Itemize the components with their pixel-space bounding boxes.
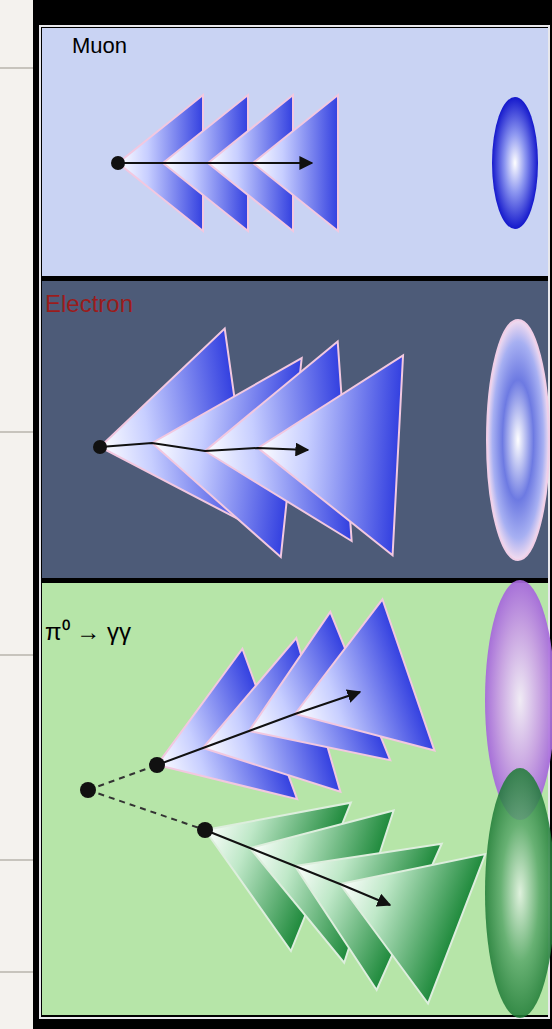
panel-title: π⁰ → γγ	[45, 619, 131, 645]
photon-vertex	[149, 757, 165, 773]
photon-vertex	[197, 822, 213, 838]
muon-track	[118, 162, 312, 164]
panel-title: Muon	[72, 34, 127, 58]
panel-title: Electron	[45, 291, 133, 317]
photon-dashes	[88, 765, 205, 830]
electron-ring	[487, 320, 549, 560]
table-lines	[0, 68, 33, 972]
photon-cones-upper	[130, 599, 435, 840]
photon-track-lower	[205, 830, 390, 905]
muon-cones	[118, 95, 338, 231]
electron-cones	[86, 328, 403, 557]
electron-vertex	[93, 440, 107, 454]
muon-vertex	[111, 156, 125, 170]
photon-ring-lower	[485, 768, 552, 1018]
photon-cones-lower	[175, 756, 485, 1004]
electron-track	[100, 443, 308, 451]
muon-ring	[492, 97, 538, 229]
photon-track-upper	[157, 692, 360, 765]
pion-vertex	[80, 782, 96, 798]
